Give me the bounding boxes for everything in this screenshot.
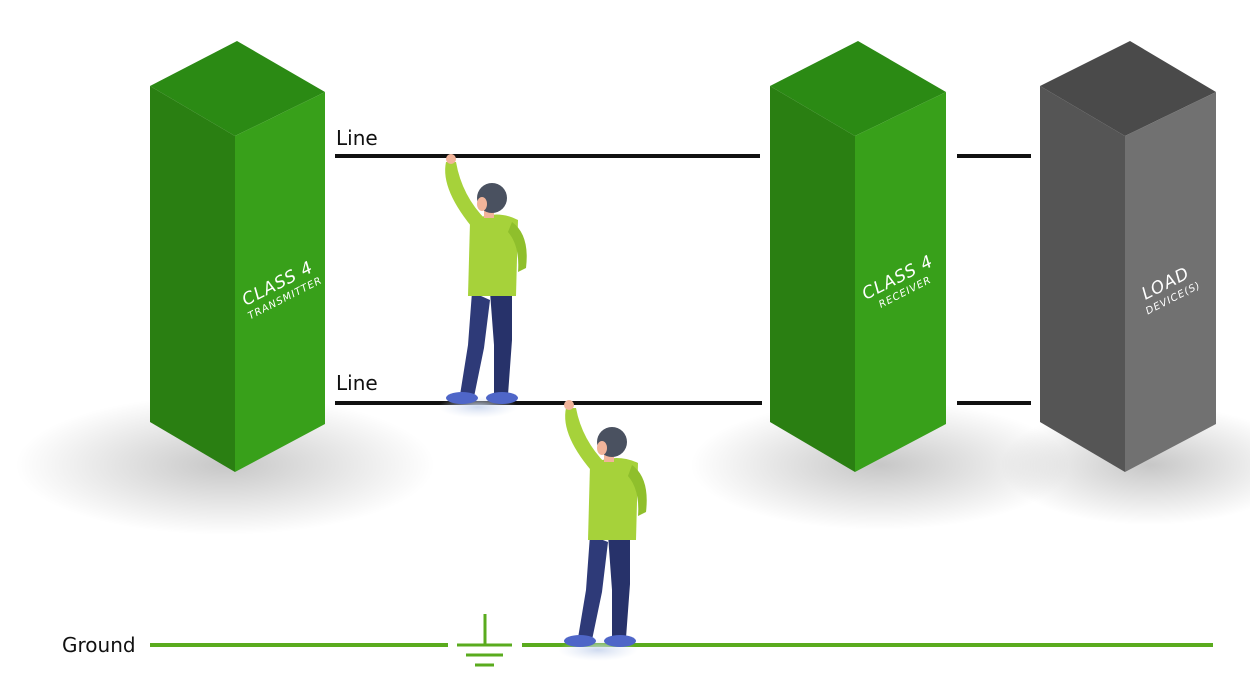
person-icon <box>438 154 527 418</box>
transmitter-tower: CLASS 4 TRANSMITTER <box>150 41 325 472</box>
receiver-right-face <box>855 92 946 472</box>
receiver-shadow <box>690 400 1070 530</box>
person-icon <box>558 400 647 661</box>
ground-symbol-icon <box>457 614 512 667</box>
receiver-left-face <box>770 86 855 472</box>
transmitter-top-face <box>150 41 325 136</box>
receiver-top-face <box>770 41 946 136</box>
load-left-face <box>1040 86 1125 472</box>
transmitter-left-face <box>150 86 235 472</box>
load-right-face <box>1125 92 1216 472</box>
line-bottom-label: Line <box>336 371 378 395</box>
ground-label: Ground <box>62 633 136 657</box>
load-tower: LOAD DEVICE(S) <box>1040 41 1216 472</box>
load-top-face <box>1040 41 1216 136</box>
receiver-tower: CLASS 4 RECEIVER <box>770 41 946 472</box>
transmitter-right-face <box>235 92 325 472</box>
line-top-label: Line <box>336 126 378 150</box>
